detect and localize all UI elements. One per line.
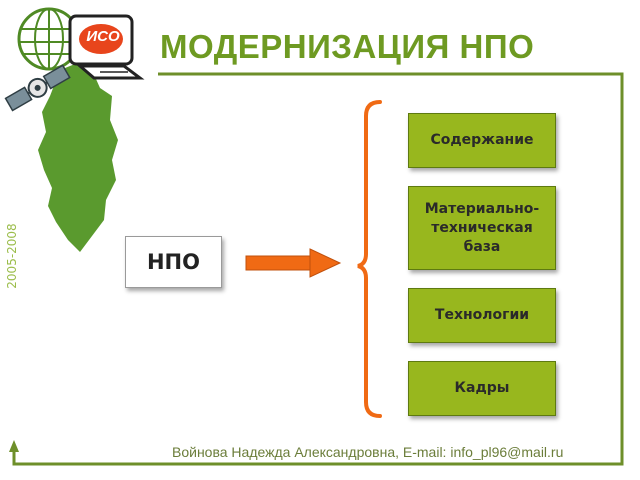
years-label: 2005-2008 <box>2 223 22 289</box>
bracket-icon <box>357 100 382 418</box>
npo-box: НПО <box>125 236 222 288</box>
monitor-icon <box>68 14 145 80</box>
target-box-content: Содержание <box>408 113 556 168</box>
region-map-icon <box>38 62 118 252</box>
years-text: 2005-2008 <box>5 223 19 289</box>
arrow-right-icon <box>245 248 342 278</box>
logo-text: ИСО <box>86 28 120 45</box>
page-title: МОДЕРНИЗАЦИЯ НПО <box>160 28 535 65</box>
target-box-staff: Кадры <box>408 361 556 416</box>
author-footer: Войнова Надежда Александровна, E-mail: i… <box>172 444 564 460</box>
target-box-material-base: Материально- техническая база <box>408 186 556 270</box>
satellite-icon <box>4 64 71 112</box>
target-box-technologies: Технологии <box>408 288 556 343</box>
globe-icon <box>17 7 81 71</box>
